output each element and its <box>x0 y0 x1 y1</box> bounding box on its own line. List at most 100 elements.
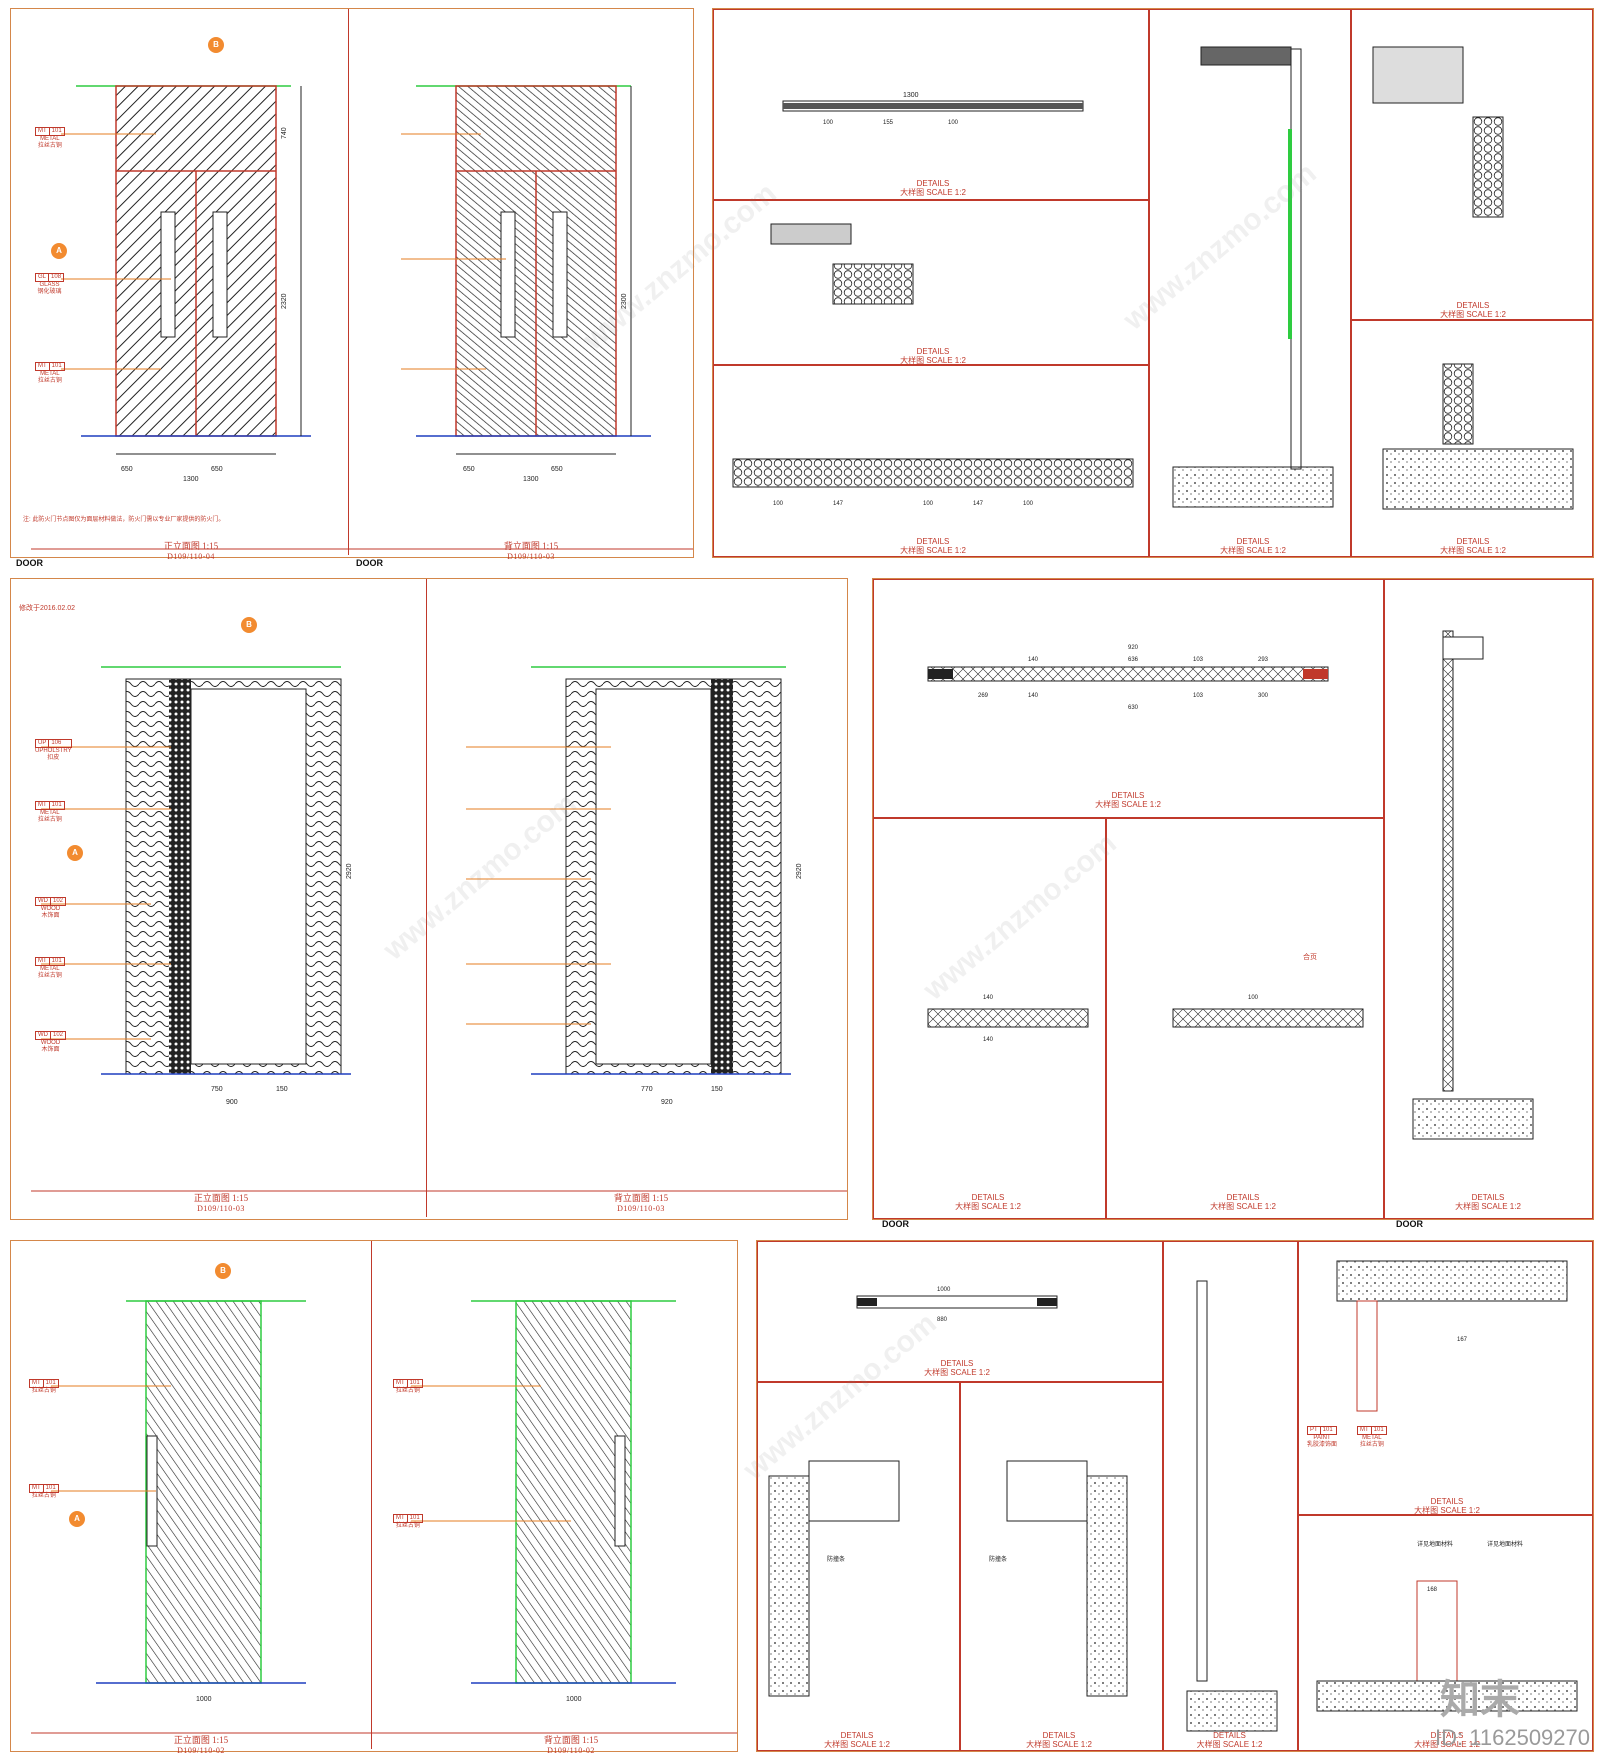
door-label-4: DOOR <box>1396 1219 1423 1229</box>
detail-panel-a <box>713 9 1150 201</box>
revision-note: 修改于2016.02.02 <box>19 605 76 612</box>
sheet1-detail-drawing: 1300 100 155 100 100 147 100 147 100 <box>732 46 1574 510</box>
detail-panel-01 <box>873 817 1107 1219</box>
detail-panel-01 <box>757 1381 961 1751</box>
sheet2-elevation-drawing: 750 150 900 2920 770 150 920 2920 <box>31 666 847 1192</box>
dim-2: 650 <box>211 466 223 473</box>
section-marker-b[interactable]: B <box>208 37 224 53</box>
detail-panel-02 <box>1105 817 1385 1219</box>
note-floor-2: 详见地面材料 <box>1487 1540 1523 1548</box>
sheet1-elevation-drawing: 650 650 1300 650 650 1300 2320 2300 740 <box>31 85 693 550</box>
section-marker-a[interactable]: A <box>67 845 83 861</box>
section-marker-a[interactable]: A <box>69 1511 85 1527</box>
detail-panel-b <box>1383 579 1593 1219</box>
detail-dim-6: 269 <box>978 693 989 699</box>
sheet2-elevations: 750 150 900 2920 770 150 920 2920 修改于201… <box>10 578 848 1220</box>
detail-dim-12: 140 <box>983 1037 994 1043</box>
dim-front-1: 750 <box>211 1086 223 1093</box>
dim-4: 650 <box>463 466 475 473</box>
door-label-1: DOOR <box>16 558 43 568</box>
section-marker-b[interactable]: B <box>241 617 257 633</box>
dim-front-3: 900 <box>226 1099 238 1106</box>
sheet2-details: 920 140 636 103 293 269 140 630 103 300 … <box>872 578 1594 1220</box>
dim-back-4: 2920 <box>796 863 803 879</box>
dim-back: 1000 <box>566 1696 582 1703</box>
detail-dim-11: 140 <box>983 995 994 1001</box>
detail-dim-9: 100 <box>1023 501 1034 507</box>
detail-dim-2: 880 <box>937 1317 948 1323</box>
sheet2-detail-drawing: 920 140 636 103 293 269 140 630 103 300 … <box>927 630 1534 1140</box>
detail-dim-9: 103 <box>1193 693 1204 699</box>
dim-5: 650 <box>551 466 563 473</box>
dim-back-3: 920 <box>661 1099 673 1106</box>
image-id: ID: 1162509270 <box>1435 1725 1590 1750</box>
dim-7: 2320 <box>281 293 288 309</box>
dim-back-2: 150 <box>711 1086 723 1093</box>
detail-dim-2: 100 <box>823 120 834 126</box>
detail-dim-8: 147 <box>973 501 984 507</box>
detail-panel-b <box>1162 1241 1299 1751</box>
detail-dim-1: 920 <box>1128 645 1139 651</box>
detail-dim-8: 630 <box>1128 705 1139 711</box>
detail-dim-7: 140 <box>1028 693 1039 699</box>
detail-panel-a2 <box>713 364 1150 557</box>
section-marker-b[interactable]: B <box>215 1263 231 1279</box>
elevation-divider <box>426 579 427 1217</box>
detail-dim-3: 636 <box>1128 657 1139 663</box>
dim-1: 650 <box>121 466 133 473</box>
detail-panel-04 <box>1350 319 1593 557</box>
detail-panel-01 <box>713 199 1150 366</box>
sheet3-detail-drawing: 1000 880 167 168 防撞条 防撞条 详见地面材料 详见地面材料 <box>768 1260 1578 1732</box>
detail-dim-6: 147 <box>833 501 844 507</box>
dim-front: 1000 <box>196 1696 212 1703</box>
detail-dim-3: 155 <box>883 120 894 126</box>
detail-dim-5: 293 <box>1258 657 1269 663</box>
detail-dim-1: 1300 <box>903 92 919 99</box>
dim-front-4: 2920 <box>346 863 353 879</box>
hinge-label: 合页 <box>1303 952 1317 961</box>
detail-dim-10: 300 <box>1258 693 1269 699</box>
detail-panel-03 <box>1297 1241 1593 1516</box>
section-marker-a[interactable]: A <box>51 243 67 259</box>
detail-dim-3: 167 <box>1457 1337 1468 1343</box>
detail-dim-13: 100 <box>1248 995 1259 1001</box>
detail-panel-04 <box>1297 1514 1593 1751</box>
dim-6: 1300 <box>523 476 539 483</box>
sheet3-elevation-drawing: 1000 1000 <box>31 1300 737 1734</box>
detail-panel-02 <box>1350 9 1593 321</box>
detail-dim-2: 140 <box>1028 657 1039 663</box>
detail-dim-4: 103 <box>1193 657 1204 663</box>
detail-dim-1: 1000 <box>937 1287 951 1293</box>
sheet3-details: 1000 880 167 168 防撞条 防撞条 详见地面材料 详见地面材料 P… <box>756 1240 1594 1752</box>
fire-door-note: 注: 此防火门节点图仅为面层材料做法，防火门需以专业厂家提供的防火门。 <box>23 517 225 523</box>
sheet1-details: 1300 100 155 100 100 147 100 147 100 DET… <box>712 8 1594 558</box>
